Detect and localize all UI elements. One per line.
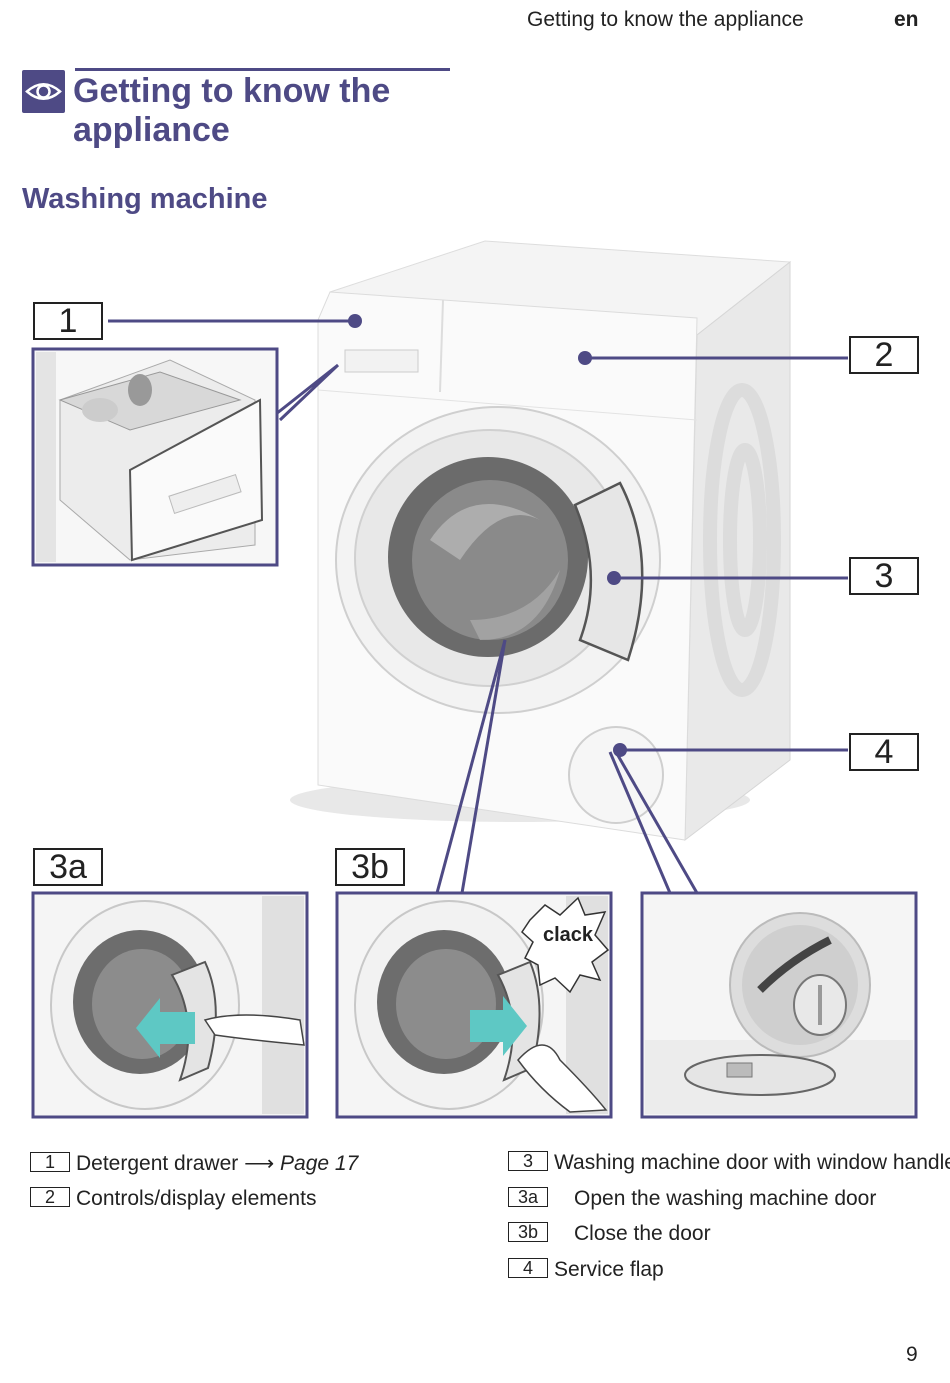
eye-icon xyxy=(22,70,65,113)
legend-item-3b: 3b Close the door xyxy=(508,1222,711,1246)
running-header-title: Getting to know the appliance xyxy=(527,8,804,31)
arrow-right-icon: ⟶ xyxy=(244,1152,275,1175)
callout-3a: 3a xyxy=(33,848,103,886)
legend-text: Washing machine door with window handle xyxy=(554,1151,950,1174)
callout-3b: 3b xyxy=(335,848,405,886)
title-rule xyxy=(75,68,450,71)
callout-3: 3 xyxy=(849,557,919,595)
legend-item-3a: 3a Open the washing machine door xyxy=(508,1187,876,1211)
legend-num: 2 xyxy=(30,1187,70,1208)
door-close-inset xyxy=(335,891,613,1119)
legend-text: Detergent drawer xyxy=(76,1152,239,1175)
legend-item-2: 2 Controls/display elements xyxy=(30,1187,316,1211)
legend-num: 3b xyxy=(508,1222,548,1243)
page-number: 9 xyxy=(906,1343,918,1366)
section-title: Washing machine xyxy=(22,183,268,215)
page-reference-link[interactable]: Page 17 xyxy=(280,1152,359,1175)
legend-num: 1 xyxy=(30,1152,70,1173)
page-title: Getting to know the appliance xyxy=(73,72,391,149)
legend-item-1: 1 Detergent drawer ⟶ Page 17 xyxy=(30,1151,358,1176)
detergent-drawer-inset xyxy=(31,347,279,567)
legend-text: Open the washing machine door xyxy=(574,1187,877,1210)
callout-1: 1 xyxy=(33,302,103,340)
legend-item-4: 4 Service flap xyxy=(508,1258,664,1282)
legend-num: 4 xyxy=(508,1258,548,1279)
legend-item-3: 3 Washing machine door with window handle xyxy=(508,1151,950,1175)
legend-text: Service flap xyxy=(554,1258,664,1281)
clack-label: clack xyxy=(543,924,594,946)
callout-2: 2 xyxy=(849,336,919,374)
door-open-inset xyxy=(31,891,309,1119)
legend-num: 3a xyxy=(508,1187,548,1208)
callout-4: 4 xyxy=(849,733,919,771)
legend-num: 3 xyxy=(508,1151,548,1172)
service-flap-inset xyxy=(640,891,918,1119)
legend-text: Controls/display elements xyxy=(76,1187,317,1210)
language-code: en xyxy=(894,8,919,31)
legend-text: Close the door xyxy=(574,1222,711,1245)
